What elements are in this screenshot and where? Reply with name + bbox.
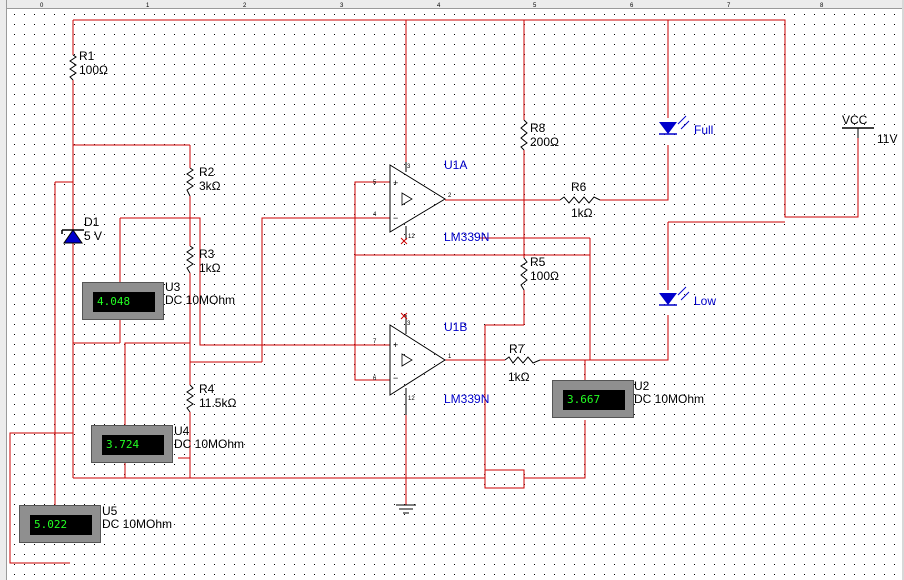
meter-ref: U5 xyxy=(102,504,118,518)
ruler-label: 1 xyxy=(146,3,150,9)
r7-value: 1kΩ xyxy=(508,370,530,384)
r4-value: 11.5kΩ xyxy=(199,396,236,410)
r5-symbol xyxy=(520,257,528,291)
pin-label: 12 xyxy=(408,396,415,402)
wires xyxy=(9,19,859,564)
ruler-label: 5 xyxy=(533,3,537,9)
ruler-label: 0 xyxy=(40,3,44,9)
r1-ref: R1 xyxy=(79,49,95,63)
r3-ref: R3 xyxy=(199,247,215,261)
ruler-ticks: 0 1 2 3 4 5 6 7 8 xyxy=(40,3,824,9)
top-ruler xyxy=(0,0,904,9)
vcc-value: 11V xyxy=(877,132,897,146)
meter-ref: U3 xyxy=(165,280,181,294)
r5-value: 100Ω xyxy=(530,269,559,283)
no-connect-u1b xyxy=(400,312,408,320)
pin-label: 1 xyxy=(448,354,452,360)
u1a-part: LM339N xyxy=(444,230,489,244)
component-labels: R1 100Ω R2 3kΩ R3 1kΩ R4 11.5kΩ R8 200Ω … xyxy=(79,49,897,410)
u1b-ref: U1B xyxy=(444,320,467,334)
multimeter-u5[interactable]: 5.022 xyxy=(19,505,101,543)
svg-text:−: − xyxy=(393,373,398,383)
vcc-label: VCC xyxy=(842,113,868,127)
r6-symbol xyxy=(559,196,601,204)
meter-mode: DC 10MOhm xyxy=(102,517,173,531)
ruler-label: 3 xyxy=(340,3,344,9)
meter-mode: DC 10MOhm xyxy=(165,293,236,307)
r3-symbol xyxy=(186,245,194,274)
pin-label: 3 xyxy=(407,321,411,327)
r4-symbol xyxy=(186,384,194,413)
ruler-label: 6 xyxy=(630,3,634,9)
led-full-label: Full xyxy=(694,123,713,137)
multimeter-u3[interactable]: 4.048 xyxy=(82,282,164,320)
r4-ref: R4 xyxy=(199,382,215,396)
led-low-label: Low xyxy=(694,294,716,308)
no-connect-u1a xyxy=(400,237,408,245)
u1b-part: LM339N xyxy=(444,392,489,406)
pin-label: 12 xyxy=(408,234,415,240)
r5-ref: R5 xyxy=(530,255,546,269)
led-low xyxy=(659,286,690,306)
r7-symbol xyxy=(504,356,541,364)
multimeter-u2[interactable]: 3.667 xyxy=(552,380,634,418)
r2-symbol xyxy=(186,167,194,197)
meter-mode: DC 10MOhm xyxy=(634,392,705,406)
canvas-edge xyxy=(902,0,904,580)
svg-text:+: + xyxy=(393,340,398,350)
meter-ref: U4 xyxy=(174,424,190,438)
ruler-label: 7 xyxy=(727,3,731,9)
meter-mode: DC 10MOhm xyxy=(174,437,245,451)
r8-ref: R8 xyxy=(530,121,546,135)
ruler-label: 2 xyxy=(243,3,247,9)
r6-value: 1kΩ xyxy=(571,206,593,220)
meter-display: 3.724 xyxy=(102,435,164,455)
pin-label: 3 xyxy=(407,164,411,170)
ground-symbol xyxy=(396,504,416,514)
svg-text:−: − xyxy=(393,213,398,223)
r2-value: 3kΩ xyxy=(199,179,221,193)
meter-display: 5.022 xyxy=(30,515,92,535)
vcc-symbol xyxy=(842,127,874,138)
r1-symbol xyxy=(69,54,77,81)
r6-ref: R6 xyxy=(571,180,587,194)
r7-ref: R7 xyxy=(509,342,525,356)
left-ruler xyxy=(0,0,7,580)
r2-ref: R2 xyxy=(199,165,215,179)
resistors xyxy=(69,54,601,413)
r8-value: 200Ω xyxy=(530,135,559,149)
multimeter-u4[interactable]: 3.724 xyxy=(91,425,173,463)
r3-value: 1kΩ xyxy=(199,261,221,275)
led-full xyxy=(659,115,690,135)
pin-label: 4 xyxy=(373,212,377,218)
r8-symbol xyxy=(520,119,528,151)
r1-value: 100Ω xyxy=(79,63,108,77)
zener-diode xyxy=(61,229,84,244)
pin-label: 7 xyxy=(373,339,377,345)
u1a-ref: U1A xyxy=(444,158,467,172)
pin-label: 6 xyxy=(373,376,377,382)
svg-text:+: + xyxy=(393,178,398,188)
pin-label: 5 xyxy=(373,180,377,186)
d1-ref: D1 xyxy=(84,215,100,229)
opamp-u1a: + − 3 5 4 2 12 xyxy=(373,162,452,240)
meter-display: 3.667 xyxy=(563,390,625,410)
ruler-label: 4 xyxy=(437,3,441,9)
meter-display: 4.048 xyxy=(93,292,155,312)
meter-ref: U2 xyxy=(634,379,650,393)
pin-label: 2 xyxy=(448,193,452,199)
d1-value: 5 V xyxy=(84,229,102,243)
ruler-label: 8 xyxy=(820,3,824,9)
